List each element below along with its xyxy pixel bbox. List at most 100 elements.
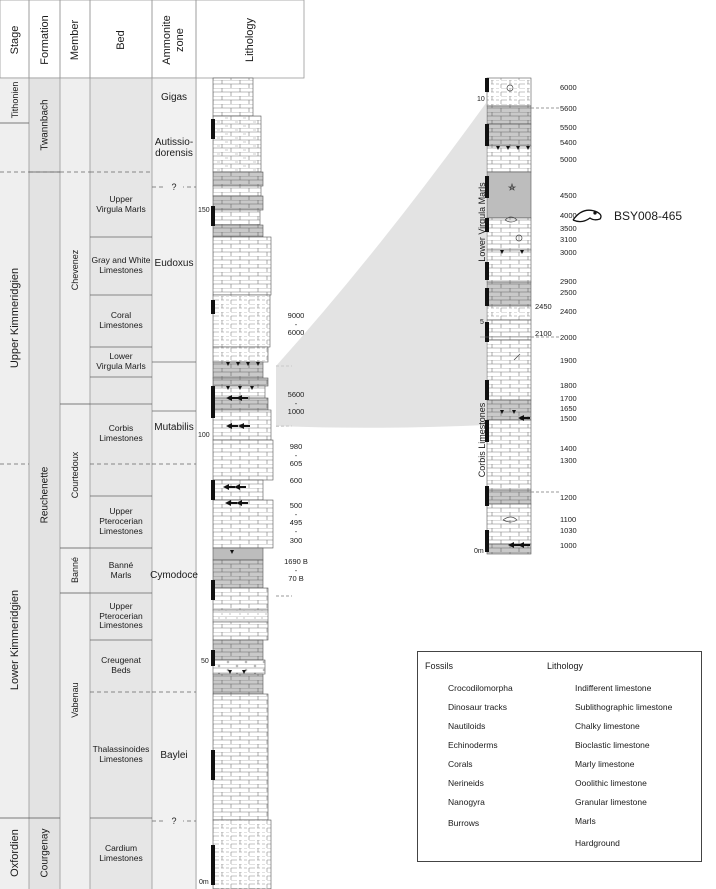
dlevel-1300: 1300	[560, 456, 577, 465]
stage-oxfordien: Oxfordien	[9, 829, 21, 877]
ammonite-baylei: Baylei	[160, 750, 188, 762]
scale-100: 100	[198, 432, 210, 439]
member-courtedoux: Courtedoux	[70, 451, 80, 499]
bed-corbis-limestones: Corbis Limestones	[99, 423, 143, 443]
legend-crocodilomorpha: Crocodilomorpha	[448, 683, 513, 693]
level-500-300: 500 - 495 - 300	[289, 501, 303, 545]
ammonite-cymodoce: Cymodoce	[150, 570, 198, 582]
bed-lower-virgula-marls: Lower Virgula Marls	[96, 351, 146, 371]
dlevel-2000: 2000	[560, 333, 577, 342]
detail-bed-lower-virgula: Lower Virgula Marls	[477, 182, 487, 262]
dlevel-1700: 1700	[560, 394, 577, 403]
level-5600-1000: 5600 - 1000	[287, 390, 305, 417]
dlevel-1000: 1000	[560, 541, 577, 550]
member-chevenez: Chevenez	[70, 249, 80, 291]
specimen-label: BSY008-465	[614, 209, 683, 223]
legend-chalky-limestone: Chalky limestone	[575, 721, 640, 731]
bed-gray-white-limestones: Gray and White Limestones	[91, 255, 151, 275]
dlevel-2450: 2450	[535, 302, 552, 311]
dlevel-1400: 1400	[560, 444, 577, 453]
main-sample-marks	[211, 119, 215, 885]
legend-marls: Marls	[575, 816, 596, 826]
dlevel-2900: 2900	[560, 277, 577, 286]
dlevel-4000: 4000	[560, 211, 577, 220]
legend-marly-limestone: Marly limestone	[575, 759, 635, 769]
header-formation: Formation	[39, 15, 51, 65]
bed-coral-limestones: Coral Limestones	[99, 310, 143, 330]
legend-oolithic-limestone: Ooolithic limestone	[575, 778, 647, 788]
legend-granular-limestone: Granular limestone	[575, 797, 647, 807]
detail-scale-5: 5	[480, 319, 484, 326]
dlevel-1100: 1100	[560, 515, 577, 524]
detail-lithology-column	[486, 77, 532, 555]
ammonite-mutabilis: Mutabilis	[154, 422, 194, 434]
header-bed: Bed	[115, 30, 127, 50]
stage-upper-kimmeridgien: Upper Kimmeridgien	[9, 267, 21, 369]
scale-0m: 0m	[199, 879, 209, 886]
level-980-605: 980 - 605	[289, 442, 303, 469]
detail-bed-corbis: Corbis Limestones	[477, 402, 487, 478]
ammonite-gigas: Gigas	[160, 92, 188, 104]
dlevel-1200: 1200	[560, 493, 577, 502]
stage-column	[0, 78, 29, 889]
dlevel-1800: 1800	[560, 381, 577, 390]
dlevel-2100: 2100	[535, 329, 552, 338]
legend-nerineids: Nerineids	[448, 778, 484, 788]
legend-lithology-title: Lithology	[547, 661, 584, 671]
bed-column	[90, 78, 152, 889]
level-600: 600	[289, 476, 303, 485]
bed-upper-pterocerian-2: Upper Pterocerian Limestones	[99, 600, 143, 631]
legend-nautiloids: Nautiloids	[448, 721, 486, 731]
legend-nanogyra: Nanogyra	[448, 797, 485, 807]
dlevel-5500: 5500	[560, 123, 577, 132]
legend	[417, 651, 702, 862]
dlevel-3100: 3100	[560, 235, 577, 244]
member-column	[60, 78, 90, 889]
dlevel-3500: 3500	[560, 224, 577, 233]
dlevel-1500: 1500	[560, 414, 577, 423]
legend-bioclastic-limestone: Bioclastic limestone	[575, 740, 650, 750]
legend-echinoderms: Echinoderms	[448, 740, 498, 750]
scale-50: 50	[201, 658, 209, 665]
stage-tithonien: Tithonien	[10, 81, 20, 119]
detail-sample-marks	[485, 78, 489, 552]
member-banne: Banné	[70, 556, 80, 584]
main-hardgrounds	[226, 362, 260, 674]
main-dinosaur-tracks	[223, 395, 250, 506]
dlevel-1030: 1030	[560, 526, 577, 535]
ammonite-uncertain-lower: ?	[165, 815, 183, 827]
dlevel-3000: 3000	[560, 248, 577, 257]
bed-banne-marls: Banné Marls	[108, 559, 134, 580]
dlevel-6000: 6000	[560, 83, 577, 92]
level-1690b-70b: 1690 B - 70 B	[284, 557, 308, 584]
dlevel-5000: 5000	[560, 155, 577, 164]
dlevel-2400: 2400	[560, 307, 577, 316]
bed-thalassinoides-limestones: Thalassinoides Limestones	[92, 744, 150, 764]
bed-cardium-limestones: Cardium Limestones	[99, 842, 143, 863]
header-member: Member	[69, 19, 81, 61]
scale-150: 150	[198, 207, 210, 214]
formation-twannbach: Twannbach	[39, 99, 51, 151]
dlevel-5400: 5400	[560, 138, 577, 147]
bed-upper-pterocerian-1: Upper Pterocerian Limestones	[99, 506, 143, 536]
detail-hardgrounds	[496, 146, 530, 414]
legend-hardground: Hardground	[575, 838, 620, 848]
formation-column	[29, 78, 60, 889]
detail-dinosaur-tracks	[508, 415, 530, 548]
level-9000-6000: 9000 - 6000	[287, 311, 305, 338]
legend-sublithographic-limestone: Sublithographic limestone	[575, 702, 673, 712]
legend-indifferent-limestone: Indifferent limestone	[575, 683, 652, 693]
main-lithology-column	[212, 77, 274, 889]
bed-creugenat-beds: Creugenat Beds	[101, 655, 141, 675]
legend-corals: Corals	[448, 759, 473, 769]
legend-burrows: Burrows	[448, 818, 480, 828]
detail-fossils	[502, 84, 523, 523]
formation-courgenay: Courgenay	[39, 828, 51, 878]
ammonite-column	[152, 78, 196, 889]
detail-scale-0m: 0m	[474, 548, 484, 555]
ammonite-autissiodorensis: Autissio- dorensis	[154, 136, 194, 160]
dlevel-5600: 5600	[560, 104, 577, 113]
stage-lower-kimmeridgien: Lower Kimmeridgien	[9, 589, 21, 691]
dlevel-1900: 1900	[560, 356, 577, 365]
